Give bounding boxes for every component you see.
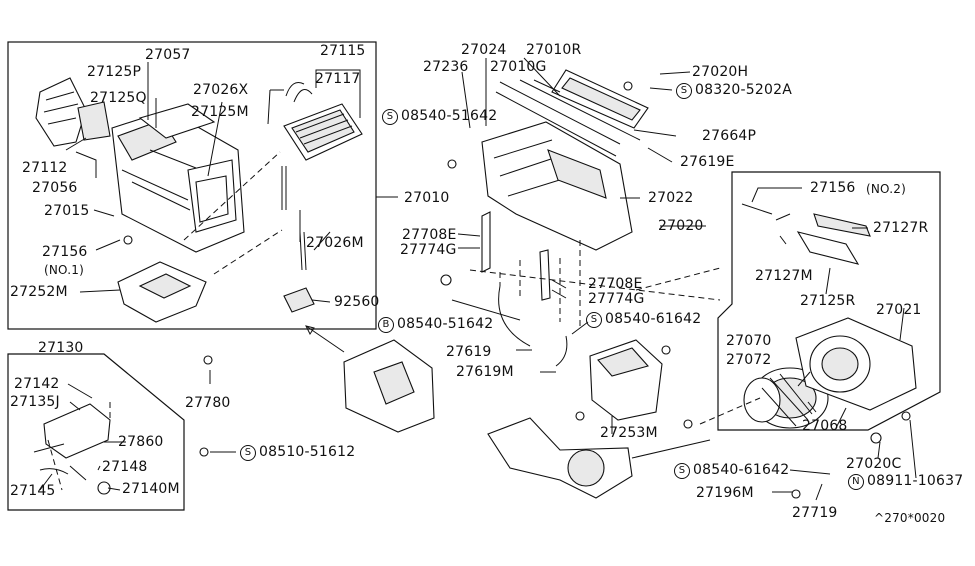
mode-door-part <box>495 69 649 157</box>
label-27619m: 27619M <box>456 364 514 380</box>
label-27619e: 27619E <box>680 154 735 170</box>
filter-part <box>741 203 871 265</box>
control-box-frame <box>7 353 185 511</box>
label-92560: 92560 <box>334 294 380 310</box>
heater-unit-sketch <box>487 417 711 499</box>
label-27774g-a: 27774G <box>400 242 457 258</box>
blower-case-part <box>589 339 663 421</box>
label-27057: 27057 <box>145 47 191 63</box>
label-27135j: 27135J <box>10 394 60 410</box>
label-27619: 27619 <box>446 344 492 360</box>
label-27010g: 27010G <box>490 59 547 75</box>
label-27252m: 27252M <box>10 284 68 300</box>
label-27125m: 27125M <box>191 104 249 120</box>
label-27115: 27115 <box>320 43 366 59</box>
label-27020h: 27020H <box>692 64 749 80</box>
label-27015: 27015 <box>44 203 90 219</box>
label-27156-no1: 27156 <box>42 244 88 260</box>
label-27664p: 27664P <box>702 128 757 144</box>
label-27021: 27021 <box>876 302 922 318</box>
label-27860: 27860 <box>118 434 164 450</box>
label-27253m: 27253M <box>600 425 658 441</box>
screw-symbol-s: S <box>240 445 256 461</box>
intake-duct-part <box>481 121 633 251</box>
heater-core-part <box>281 82 363 271</box>
label-27236: 27236 <box>423 59 469 75</box>
lower-bracket-part <box>481 211 568 367</box>
nut-symbol-n: N <box>848 474 864 490</box>
label-27112: 27112 <box>22 160 68 176</box>
label-27156-no2-note: (NO.2) <box>866 182 906 196</box>
bolt-symbol-b: B <box>378 317 394 333</box>
blower-motor-part <box>743 367 829 429</box>
label-27708e-b: 27708E <box>588 276 643 292</box>
blower-housing-part <box>795 317 917 411</box>
diagram-reference-code: ^270*0020 <box>874 511 946 525</box>
label-27130: 27130 <box>38 340 84 356</box>
screw-symbol-s: S <box>676 83 692 99</box>
label-27719: 27719 <box>792 505 838 521</box>
label-27145: 27145 <box>10 483 56 499</box>
screw-symbol-s: S <box>586 312 602 328</box>
heater-unit-frame <box>7 41 377 330</box>
heater-case-part <box>111 103 245 253</box>
clip-27156-no1 <box>123 235 133 245</box>
blower-unit-frame <box>717 171 941 431</box>
label-27026x: 27026X <box>193 82 249 98</box>
duct-left-part <box>35 77 111 147</box>
dashed-connection-lines <box>47 151 761 491</box>
label-27024: 27024 <box>461 42 507 58</box>
label-27070: 27070 <box>726 333 772 349</box>
label-27127m: 27127M <box>755 268 813 284</box>
leader-lines <box>39 57 917 501</box>
label-27196m: 27196M <box>696 485 754 501</box>
label-27020: 27020 <box>658 218 704 234</box>
label-27010r: 27010R <box>526 42 582 58</box>
clip-27780 <box>203 355 213 365</box>
unit-assembly-sketch <box>305 325 435 433</box>
label-27072: 27072 <box>726 352 772 368</box>
screw-symbol-s: S <box>382 109 398 125</box>
label-27142: 27142 <box>14 376 60 392</box>
label-27068: 27068 <box>802 418 848 434</box>
control-actuator-part <box>33 403 111 495</box>
label-27026m: 27026M <box>306 235 364 251</box>
label-27156-no2: 27156 <box>810 180 856 196</box>
label-27125r: 27125R <box>800 293 856 309</box>
label-27127r: 27127R <box>873 220 929 236</box>
label-27020c: 27020C <box>846 456 902 472</box>
label-27780: 27780 <box>185 395 231 411</box>
label-27140m: 27140M <box>122 481 180 497</box>
label-27010: 27010 <box>404 190 450 206</box>
label-27125q: 27125Q <box>90 90 147 106</box>
label-27708e-a: 27708E <box>402 227 457 243</box>
label-27022: 27022 <box>648 190 694 206</box>
label-27056: 27056 <box>32 180 78 196</box>
grommet-part <box>283 287 315 313</box>
screw-symbol-s: S <box>674 463 690 479</box>
label-27117: 27117 <box>315 71 361 87</box>
label-27156-no1-note: (NO.1) <box>44 263 84 277</box>
floor-duct-part <box>117 261 207 323</box>
label-27125p: 27125P <box>87 64 142 80</box>
label-27148: 27148 <box>102 459 148 475</box>
label-27774g-b: 27774G <box>588 291 645 307</box>
fasteners <box>199 81 911 499</box>
